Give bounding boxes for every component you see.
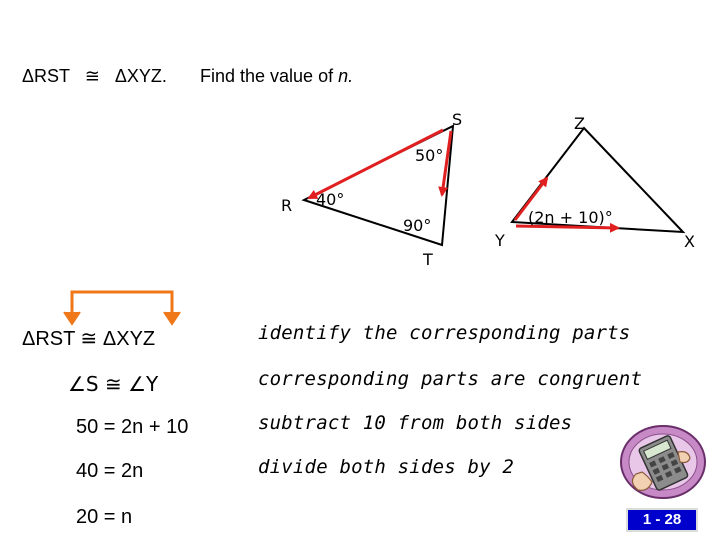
calculator-hand-icon: [618, 422, 708, 502]
vertex-z-label: Z: [574, 114, 585, 133]
step-3-reason: subtract 10 from both sides: [258, 412, 573, 434]
vertex-x-label: X: [684, 232, 695, 251]
step-2-statement: ∠S ≅ ∠Y: [68, 372, 159, 396]
step-1-reason: identify the corresponding parts: [258, 322, 631, 344]
angle-s-label: 50°: [415, 146, 444, 165]
correspondence-bracket: [70, 290, 174, 320]
arrow-yx: [515, 222, 620, 233]
congruent-symbol: ≅: [84, 66, 100, 86]
step-2-reason: corresponding parts are congruent: [258, 368, 643, 390]
step-3-statement: 50 = 2n + 10: [76, 416, 189, 438]
vertex-s-label: S: [452, 110, 463, 129]
step-1-statement: ΔRST ≅ ΔXYZ: [22, 328, 156, 350]
header-statement: ΔRST ≅ ΔXYZ.: [22, 66, 167, 87]
bracket-arrow-right: [163, 311, 181, 326]
arrow-yz: [513, 176, 549, 221]
angle-t-label: 90°: [403, 216, 432, 235]
arrow-st: [438, 130, 453, 197]
triangle-rst-label: ΔRST: [22, 66, 70, 86]
prompt-text: Find the value of: [200, 66, 334, 86]
step-4-reason: divide both sides by 2: [258, 456, 515, 478]
triangle-xyz-label: ΔXYZ.: [114, 66, 167, 86]
step-5-statement: 20 = n: [76, 506, 133, 528]
arrow-sr: [307, 128, 444, 200]
bracket-arrow-left: [63, 311, 81, 326]
variable-n: n.: [338, 66, 354, 86]
vertex-t-label: T: [423, 250, 433, 269]
angle-y-label: (2n + 10)°: [528, 208, 613, 227]
step-4-statement: 40 = 2n: [76, 460, 144, 482]
problem-prompt: Find the value of n.: [200, 66, 353, 87]
angle-r-label: 40°: [316, 190, 345, 209]
vertex-y-label: Y: [495, 231, 505, 250]
vertex-r-label: R: [281, 196, 293, 215]
slide-number-badge: 1 - 28: [626, 508, 698, 532]
